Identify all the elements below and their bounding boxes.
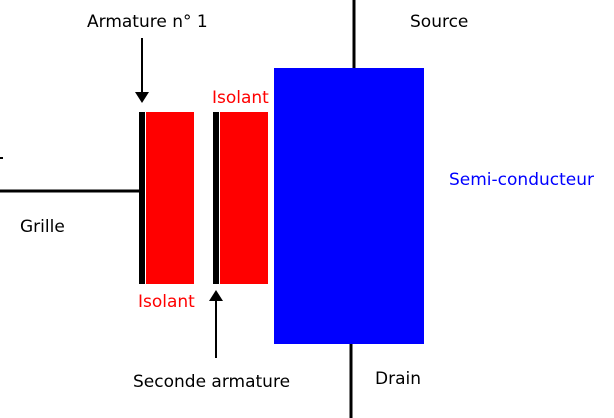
source-label: Source [410, 12, 469, 32]
armature1-label: Armature n° 1 [87, 12, 208, 32]
isolant-top-label: Isolant [212, 88, 269, 108]
armature-1-plate [139, 112, 145, 284]
semiconducteur-label: Semi-conducteur [449, 170, 594, 190]
seconde-armature-arrow-head [209, 290, 223, 301]
armature1-arrow-head [135, 92, 149, 103]
seconde-armature-plate [213, 112, 219, 284]
isolant-1-block [146, 112, 194, 284]
semiconducteur-block [274, 68, 424, 344]
isolant-2-block [220, 112, 268, 284]
grille-label: Grille [20, 217, 65, 237]
drain-label: Drain [375, 369, 421, 389]
isolant-bottom-label: Isolant [138, 292, 195, 312]
seconde-armature-label: Seconde armature [133, 372, 291, 392]
